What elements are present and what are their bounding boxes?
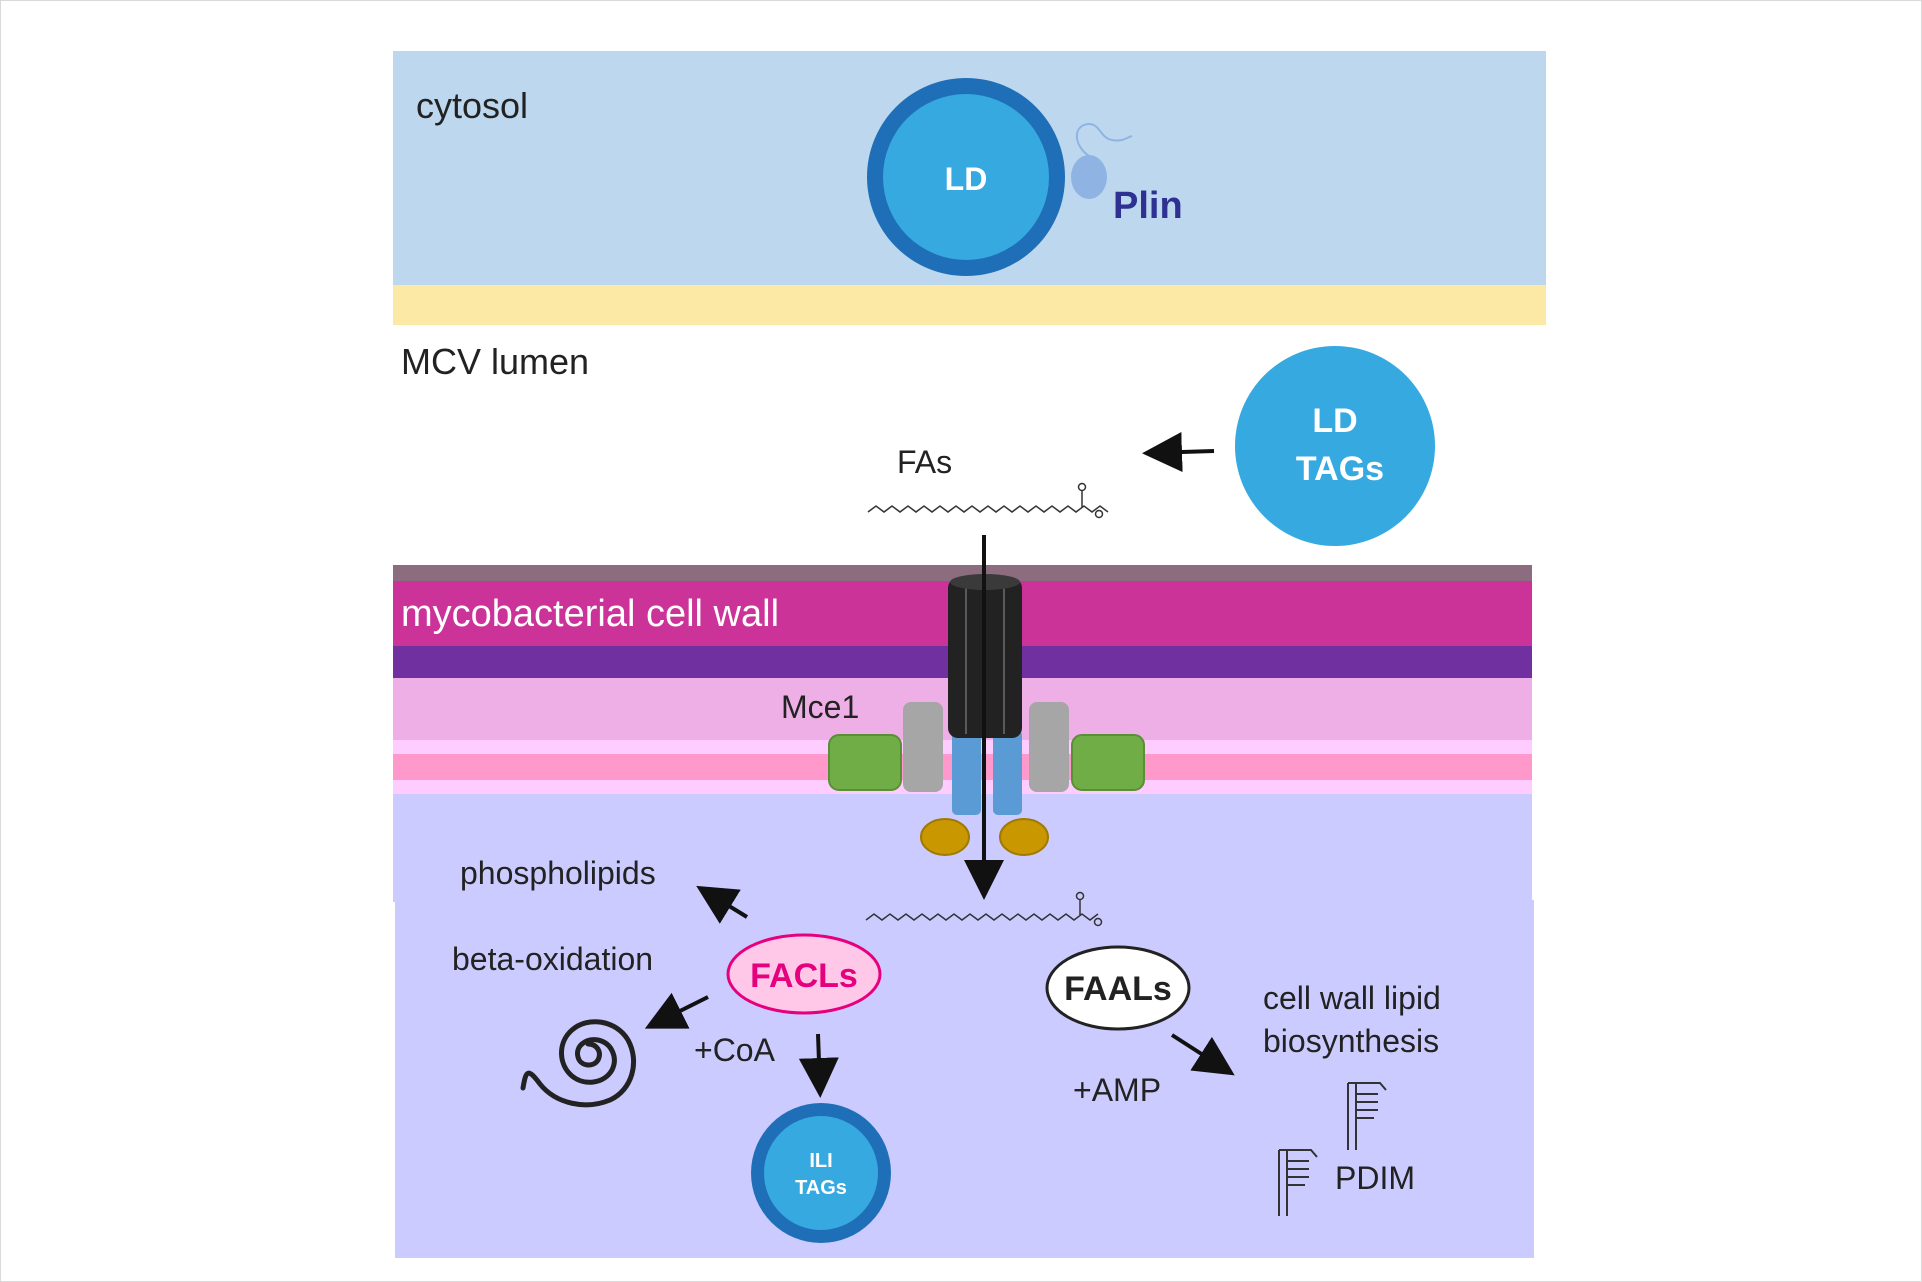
vacuole-membrane [393, 285, 1546, 325]
facls-to-ili-arrow [798, 1033, 839, 1098]
amp-label: +AMP [1073, 1072, 1161, 1108]
carbonyl-oxygen-icon [1077, 482, 1087, 492]
plin-label: Plin [1113, 185, 1183, 227]
fas-label: FAs [897, 444, 952, 480]
ld-tags-label-line2: TAGs [1296, 450, 1384, 488]
cytosol-label: cytosol [416, 85, 528, 126]
phospholipids-label: phospholipids [460, 855, 656, 891]
ili-tags-label-line1: ILI [809, 1150, 832, 1172]
mce-atpase-right [999, 818, 1049, 856]
mce-grey-subunit-right [1029, 702, 1069, 792]
facls-label: FACLs [750, 957, 858, 995]
facls-enzyme [726, 933, 882, 1015]
plin-protein-icon [1071, 155, 1107, 199]
faals-enzyme [1045, 945, 1191, 1031]
beta-oxidation-label: beta-oxidation [452, 941, 653, 977]
mce-grey-subunit-left [903, 702, 943, 792]
mce-blue-subunit-left [952, 730, 981, 815]
mce-blue-subunit-right [993, 730, 1022, 815]
faals-label: FAALs [1064, 970, 1172, 1008]
fatty-acid-chain-outside-icon [867, 505, 1109, 513]
lipid-droplet [883, 94, 1049, 260]
cell-wall-outer-layer [393, 565, 1532, 581]
ili-tags-label-line2: TAGs [795, 1177, 847, 1199]
carbonyl-oxygen-icon [1075, 891, 1085, 901]
bacterial-cytoplasm [395, 900, 1534, 1258]
ld-tags-label-line1: LD [1312, 402, 1357, 440]
tags-to-fas-arrow [1142, 432, 1215, 472]
pdim-molecule-icon [1278, 1149, 1318, 1216]
ld-tags-droplet [1235, 346, 1435, 546]
cell-wall-label: mycobacterial cell wall [401, 593, 779, 635]
mcv-lumen-label: MCV lumen [401, 341, 589, 382]
ld-label: LD [945, 161, 988, 197]
pdim-label: PDIM [1335, 1160, 1415, 1196]
ili-tags-droplet [764, 1116, 878, 1230]
cell-wall-lipid-label-line2: biosynthesis [1263, 1023, 1439, 1059]
mce-green-subunit-right [1071, 734, 1145, 791]
mce-atpase-left [920, 818, 970, 856]
hydroxyl-oxygen-icon [1094, 509, 1104, 519]
faals-to-biosynthesis-arrow [1170, 1033, 1235, 1076]
cell-wall-lipid-label-line1: cell wall lipid [1263, 980, 1441, 1016]
plin-tail-icon [1075, 123, 1133, 157]
hydroxyl-oxygen-icon [1093, 917, 1103, 927]
facls-to-beta-oxidation-arrow [644, 992, 709, 1029]
mce1-label: Mce1 [781, 689, 859, 725]
fatty-acid-chain-inside-icon [865, 913, 1099, 921]
facls-to-phospholipids-arrow [696, 885, 749, 924]
mce-green-subunit-left [828, 734, 902, 791]
coa-label: +CoA [694, 1032, 776, 1068]
pdim-molecule-icon [1347, 1082, 1387, 1150]
beta-oxidation-spiral-icon [520, 1019, 637, 1108]
